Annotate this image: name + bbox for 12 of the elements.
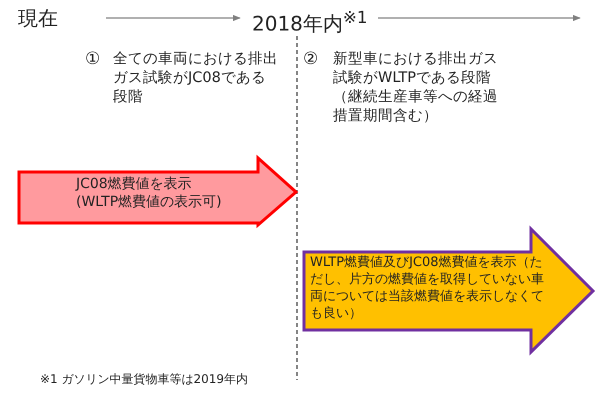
footnote: ※1 ガソリン中量貨物車等は2019年内 bbox=[40, 372, 250, 388]
arrow bbox=[106, 14, 241, 22]
circled-number: ② bbox=[303, 48, 320, 70]
circled-number: ① bbox=[85, 48, 102, 70]
phase-description: 全ての車両における排出ガス試験がJC08である段階 bbox=[113, 50, 278, 107]
arrow-label: JC08燃費値を表示 bbox=[76, 175, 193, 194]
arrow-label: WLTP燃費値及びJC08燃費値を表示（ただし、片方の燃費値を取得していない車両については当該燃費値を表示しなくても良い） bbox=[310, 255, 545, 323]
timeline-label: 現在 bbox=[18, 4, 66, 32]
arrow bbox=[378, 14, 581, 22]
phase-description: 新型車における排出ガス試験がWLTPである段階（継続生産車等への経過措置期間含む） bbox=[333, 50, 498, 126]
arrow-label: (WLTP燃費値の表示可) bbox=[76, 193, 223, 212]
timeline-label: 2018年内$^{※1}$ bbox=[252, 4, 370, 32]
